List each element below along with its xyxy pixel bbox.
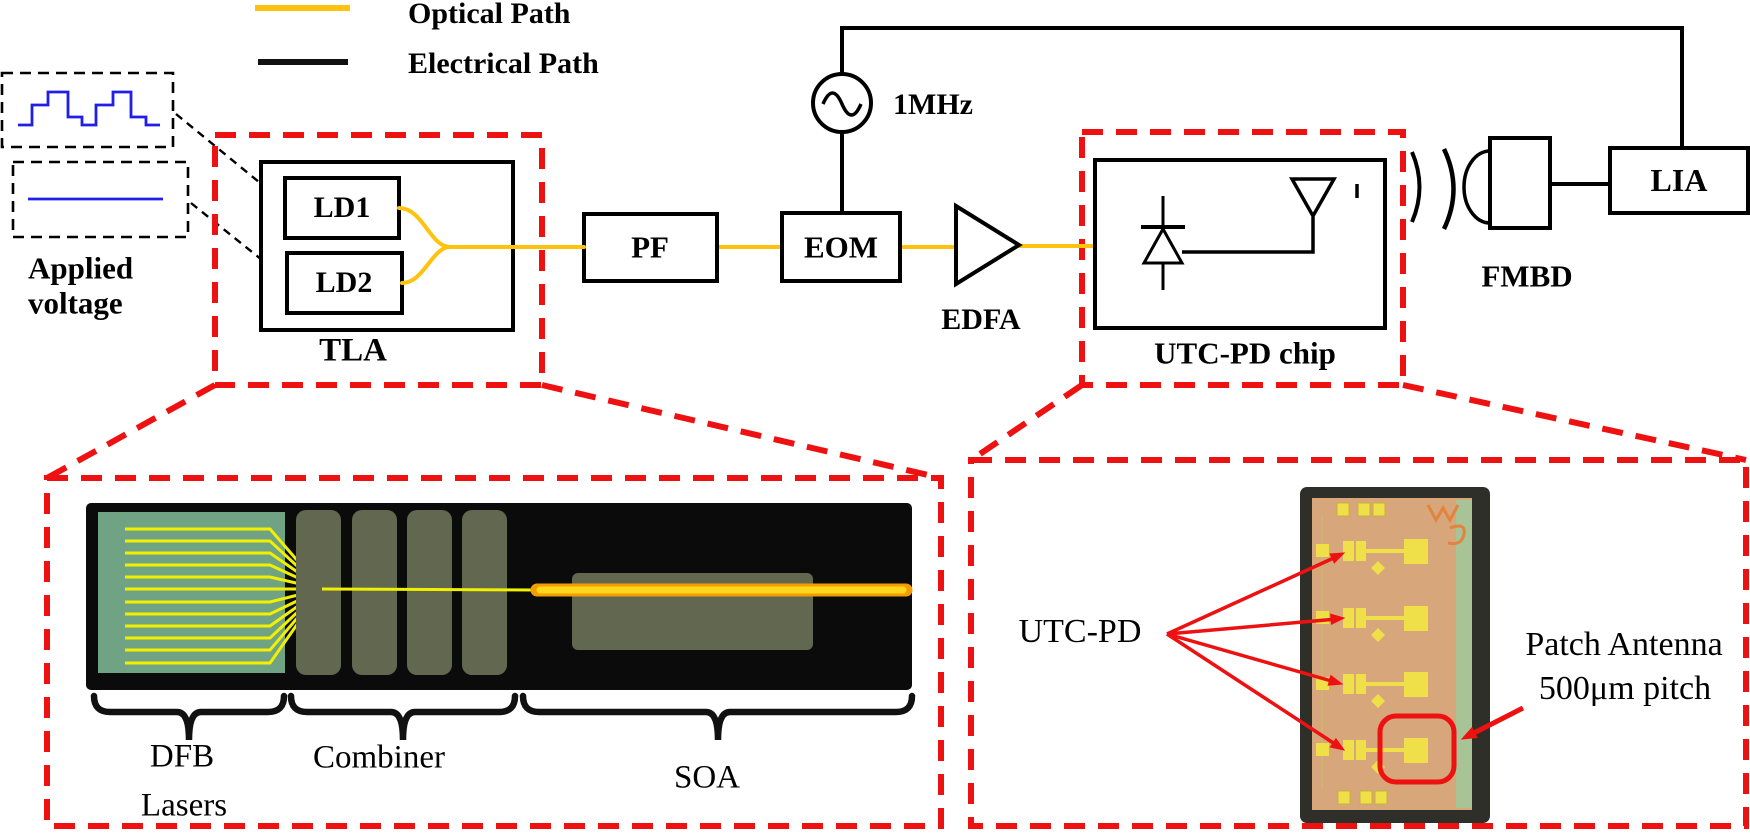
on-chip-antenna-symbol [1182, 177, 1359, 254]
ld1-box [283, 176, 401, 240]
tla-label: TLA [319, 332, 387, 369]
edfa-label: EDFA [941, 303, 1021, 336]
applied-voltage-label-1: Applied [28, 250, 134, 286]
dfb-lasers-label-1: DFB [149, 738, 215, 775]
ld1-label: LD1 [313, 191, 371, 224]
soa-brace [519, 692, 916, 741]
voltage-waveform-box-flat [11, 160, 190, 239]
utc-pd-chip-box [1093, 158, 1387, 330]
zoom-connector [969, 382, 1084, 463]
combiner-label: Combiner [313, 739, 445, 776]
patch-antenna-label-2: 500μm pitch [1538, 670, 1712, 707]
patch-antenna-pointer-arrow [1460, 705, 1525, 740]
patch-antenna-highlight [1377, 713, 1457, 785]
dfb-lasers-label-2: Lasers [140, 787, 228, 824]
photodiode-symbol [1141, 196, 1185, 290]
soa-label: SOA [673, 759, 741, 796]
voltage-waveform-box-stepped [0, 71, 175, 149]
eom-box [780, 211, 902, 283]
edfa-amplifier-icon [954, 202, 1023, 288]
section-braces [90, 692, 916, 741]
electrical-path [840, 26, 1684, 213]
utc-pd-chip-label: UTC-PD chip [1154, 335, 1336, 371]
utc-pd-pointer-arrows [1166, 552, 1346, 751]
pd-rows [1316, 539, 1428, 774]
oscillator-symbol [811, 72, 873, 134]
combiner-brace [287, 692, 519, 741]
red-dashed-regions [44, 129, 1749, 829]
tla-detail-box [44, 475, 944, 829]
legend-electrical-label: Electrical Path [408, 47, 599, 80]
patch-antenna-label-1: Patch Antenna [1525, 626, 1723, 663]
zoom-connector [1402, 382, 1747, 463]
utc-pd-detail-box [968, 457, 1749, 829]
applied-voltage-label-2: voltage [28, 285, 123, 321]
component-boxes [259, 146, 1750, 332]
chip-logo-mark [1426, 504, 1466, 546]
eom-label: EOM [803, 229, 879, 265]
ld-fibers-overlay [397, 206, 586, 285]
fmbd-lens-icon [1462, 149, 1491, 225]
combiner-electrodes [296, 510, 507, 675]
utc-pd-chip-photo [1300, 487, 1490, 823]
dfb-laser-region [98, 512, 285, 673]
pf-label: PF [631, 229, 669, 265]
oscillator-freq-label: 1MHz [893, 88, 973, 121]
utc-pd-label: UTC-PD [1018, 613, 1142, 650]
bond-pads [1336, 502, 1388, 805]
utc-pd-highlight-box [1079, 129, 1406, 388]
radiation-arcs [1410, 148, 1456, 230]
zoom-connector [541, 382, 942, 481]
bus-waveguide [321, 587, 538, 592]
oscillator-to-lia-wire [840, 26, 1684, 148]
lia-label: LIA [1650, 162, 1708, 198]
fmbd-body [1488, 136, 1552, 230]
tla-chip-graphic [86, 503, 913, 690]
ld2-label: LD2 [315, 266, 373, 299]
stepped-waveform [18, 90, 160, 127]
tla-highlight-box [212, 132, 545, 388]
fmbd-detector [1462, 136, 1552, 230]
sine-icon [821, 91, 863, 117]
zoom-connector [45, 382, 217, 481]
dfb-brace [90, 692, 288, 741]
pf-box [582, 212, 719, 283]
legend-optical-label: Optical Path [408, 0, 571, 30]
lia-box [1608, 146, 1750, 215]
fmbd-label: FMBD [1481, 258, 1573, 294]
